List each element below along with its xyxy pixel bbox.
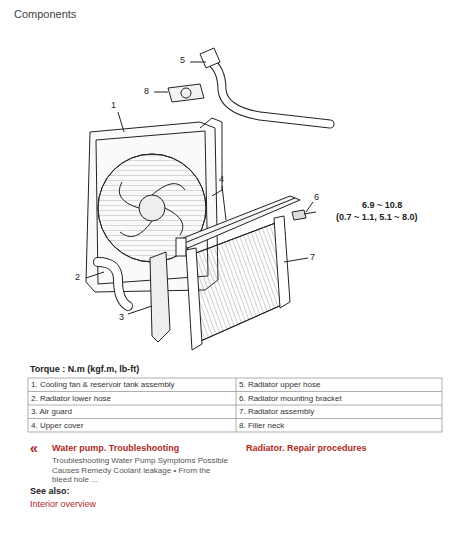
table-cell: 8. Filler neck — [239, 421, 439, 431]
callout-number: 1 — [111, 100, 116, 111]
nav-arrow: « — [30, 440, 38, 457]
page-title: Components — [14, 8, 76, 21]
callout-number: 4 — [219, 174, 224, 185]
table-cell: 3. Air guard — [31, 407, 233, 417]
torque-value: (0.7 ~ 1.1, 5.1 ~ 8.0) — [336, 212, 418, 223]
nav-link: Radiator. Repair procedures — [246, 443, 367, 454]
callout-number: 6 — [314, 192, 319, 203]
table-cell: 4. Upper cover — [31, 421, 233, 431]
table-cell: 5. Radiator upper hose — [239, 380, 439, 390]
callout-number: 2 — [75, 272, 80, 283]
callout-number: 5 — [180, 55, 185, 66]
nav-link: Interior overview — [30, 499, 96, 510]
nav-link: Water pump. Troubleshooting — [52, 443, 179, 454]
nav-summary: Troubleshooting Water Pump Symptoms Poss… — [52, 456, 232, 485]
callout-number: 7 — [310, 252, 315, 263]
see-also-heading: See also: — [30, 486, 70, 497]
table-cell: 2. Radiator lower hose — [31, 394, 233, 404]
callout-number: 8 — [144, 86, 149, 97]
table-cell: 1. Cooling fan & reservoir tank assembly — [31, 380, 233, 390]
callout-number: 3 — [119, 312, 124, 323]
torque-value: 6.9 ~ 10.8 — [362, 200, 402, 211]
table-cell: 7. Radiator assembly — [239, 407, 439, 417]
torque-unit: Torque : N.m (kgf.m, lb-ft) — [30, 364, 139, 375]
table-cell: 6. Radiator mounting bracket — [239, 394, 439, 404]
